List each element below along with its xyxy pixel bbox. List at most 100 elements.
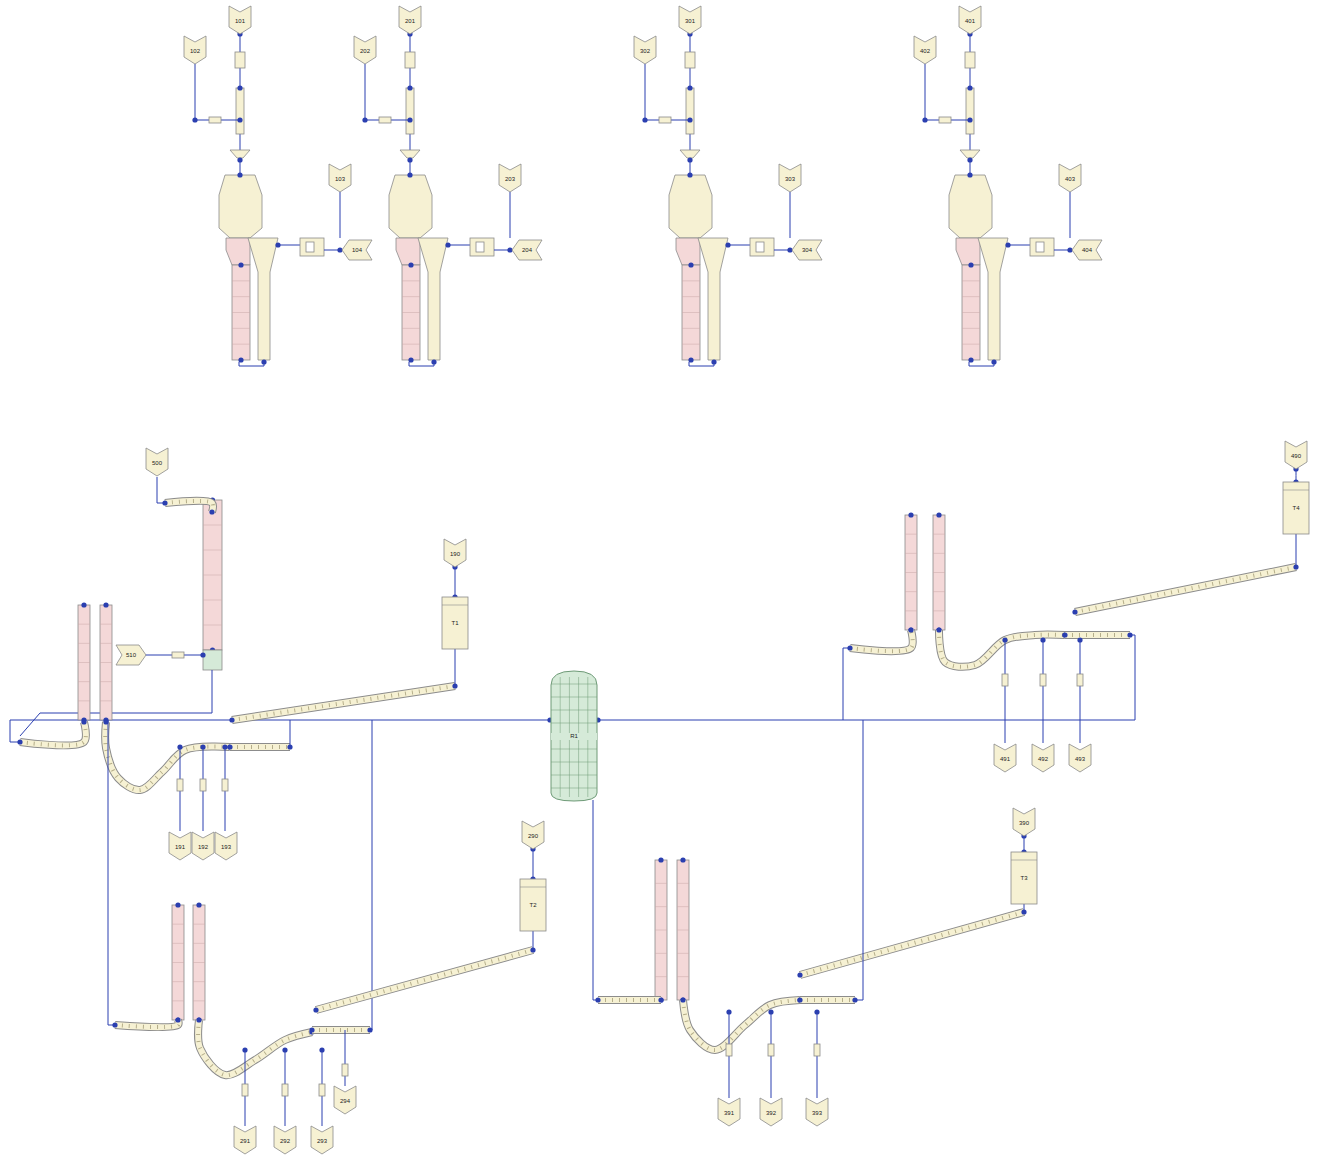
column-stage — [402, 280, 420, 281]
conveyor-edge — [800, 912, 1024, 975]
column-stage — [203, 525, 222, 526]
hopper-body — [219, 175, 262, 238]
stream-label: 491 — [994, 756, 1016, 763]
port-dot — [936, 512, 941, 517]
conveyor-edge — [1075, 567, 1296, 612]
port-dot — [968, 262, 973, 267]
conveyor-edge — [115, 1020, 179, 1027]
port-dot — [175, 1017, 180, 1022]
column-stage — [193, 962, 205, 963]
stream-arrow: 304 — [792, 240, 822, 260]
port-dot — [967, 157, 972, 162]
port-dot — [680, 997, 685, 1002]
valve-symbol — [222, 779, 228, 791]
column-body — [682, 265, 700, 360]
feed-tank: T1 — [442, 597, 468, 649]
conveyor-belt — [1065, 632, 1130, 638]
conveyor-mark — [230, 745, 290, 749]
pipe-line — [239, 360, 264, 366]
arrow-outline — [215, 832, 237, 860]
cyclone-body — [978, 238, 1008, 360]
stream-arrow: 293 — [311, 1126, 333, 1154]
port-dot — [687, 157, 692, 162]
stream-label: 303 — [779, 176, 801, 183]
column-stage — [933, 610, 945, 611]
arrow-outline — [192, 832, 214, 860]
valve-symbol — [939, 117, 951, 123]
column-body — [78, 605, 90, 720]
stream-label: 304 — [792, 247, 822, 254]
column-stage — [78, 681, 90, 682]
port-dot — [196, 1017, 201, 1022]
column-stage — [232, 344, 250, 345]
conveyor-edge — [683, 1000, 800, 1050]
port-dot — [17, 739, 22, 744]
stream-arrow: 203 — [499, 164, 521, 192]
valve-symbol — [282, 1084, 288, 1096]
valve-symbol — [177, 779, 183, 791]
stream-arrow: 392 — [760, 1098, 782, 1126]
column-stage — [203, 575, 222, 576]
port-dot — [229, 717, 234, 722]
port-dot — [1005, 242, 1010, 247]
stream-label: T3 — [1011, 875, 1037, 882]
pipe-section — [406, 88, 414, 134]
conveyor-belt — [316, 950, 533, 1010]
conveyor-mark — [1065, 633, 1130, 637]
port-dot — [688, 262, 693, 267]
column-stage — [172, 962, 184, 963]
hopper-body — [389, 175, 432, 238]
stream-label: 500 — [146, 460, 168, 467]
port-dot — [688, 357, 693, 362]
port-dot — [680, 857, 685, 862]
column-stage — [677, 930, 689, 931]
port-dot — [968, 357, 973, 362]
column-body — [402, 265, 420, 360]
arrow-outline — [679, 6, 701, 34]
port-dot — [227, 744, 232, 749]
port-dot — [908, 627, 913, 632]
stream-label: 293 — [311, 1138, 333, 1145]
port-dot — [922, 117, 927, 122]
conveyor-belt — [312, 1027, 370, 1033]
reactor-vessel: R1 — [551, 671, 597, 801]
column-stage — [677, 883, 689, 884]
feed-tank: T4 — [1283, 482, 1309, 534]
port-dot — [687, 85, 692, 90]
column-stage — [402, 344, 420, 345]
port-dot — [112, 1022, 117, 1027]
stream-arrow: 301 — [679, 6, 701, 34]
port-dot — [261, 359, 266, 364]
stream-label: 391 — [718, 1110, 740, 1117]
stream-label: T4 — [1283, 505, 1309, 512]
column-sump — [203, 650, 222, 670]
pipe-line — [372, 720, 373, 1030]
stream-label: 392 — [760, 1110, 782, 1117]
conveyor-edge — [232, 686, 455, 720]
conveyor-mark — [20, 722, 86, 745]
stream-arrow: 104 — [342, 240, 372, 260]
filter-element — [756, 242, 764, 252]
conveyor-belt — [1075, 567, 1296, 612]
feed-tank: T2 — [520, 879, 546, 931]
port-dot — [367, 1027, 372, 1032]
column-stage — [402, 312, 420, 313]
pipe-line — [340, 192, 341, 238]
pipe-line — [1080, 640, 1081, 743]
column-stage — [905, 591, 917, 592]
filter-box — [1030, 238, 1054, 256]
valve-symbol — [1002, 674, 1008, 686]
port-dot — [936, 627, 941, 632]
conveyor-belt — [232, 686, 455, 720]
port-dot — [192, 117, 197, 122]
port-dot — [768, 1009, 773, 1014]
vessel-grid — [551, 723, 597, 724]
arrow-outline — [234, 1126, 256, 1154]
stream-label: 190 — [444, 551, 466, 558]
stream-arrow: 401 — [959, 6, 981, 34]
column-stage — [933, 553, 945, 554]
valve-symbol — [342, 1064, 348, 1076]
